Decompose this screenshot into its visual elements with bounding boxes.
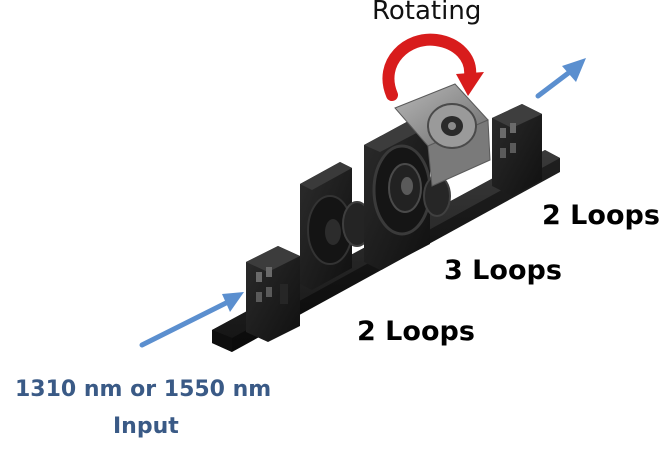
right-fiber-clamp [492, 104, 542, 196]
paddle-rear-rotated [394, 83, 491, 187]
paddle-middle [364, 118, 432, 270]
loops-label-front: 2 Loops [357, 316, 475, 347]
loops-label-middle: 3 Loops [444, 255, 562, 286]
output-arrow-icon [535, 58, 586, 99]
input-label: Input [113, 414, 179, 439]
rotating-label: Rotating [372, 0, 482, 26]
input-wavelength-label: 1310 nm or 1550 nm [15, 377, 272, 402]
rotation-arrow-icon [382, 33, 484, 101]
loops-label-rear: 2 Loops [542, 200, 660, 231]
input-arrow-icon [139, 292, 244, 348]
left-fiber-clamp [246, 246, 300, 342]
paddle-front [300, 162, 353, 290]
